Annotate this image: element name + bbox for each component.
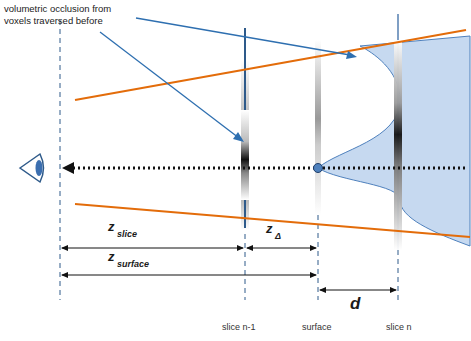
dimension-symbol: z — [108, 250, 115, 264]
dimension-subscript: Δ — [275, 231, 281, 241]
slice-band — [241, 110, 249, 200]
leader-arrowhead — [346, 51, 357, 59]
eye-iris — [36, 160, 43, 176]
dimension-subscript: surface — [117, 259, 149, 269]
frustum-edge — [75, 30, 466, 100]
dimension-subscript: slice — [117, 229, 137, 239]
dimension-symbol: z — [108, 220, 115, 234]
leader-line — [136, 18, 350, 55]
slice-caption: slice n — [386, 322, 412, 332]
surface-point — [314, 164, 323, 173]
leader-arrowhead — [233, 132, 244, 142]
eye-symbol — [20, 154, 44, 182]
dimension-arrowheads — [61, 245, 397, 293]
surface-band — [315, 40, 321, 215]
guide-line — [245, 225, 246, 300]
guide-line — [398, 250, 399, 300]
view-ray — [74, 167, 465, 170]
leader-line — [100, 32, 239, 138]
surface-caption: surface — [302, 322, 332, 332]
callout-note: volumetric occlusion from voxels travers… — [4, 3, 136, 27]
ray-arrowhead — [62, 162, 74, 174]
eye-plane — [60, 20, 61, 300]
slice-band — [394, 40, 402, 250]
dimension-symbol: z — [266, 222, 273, 236]
guide-line — [318, 215, 319, 300]
dimension-lines — [62, 248, 396, 290]
slice-caption: slice n-1 — [222, 322, 256, 332]
dimension-symbol: d — [350, 295, 360, 313]
